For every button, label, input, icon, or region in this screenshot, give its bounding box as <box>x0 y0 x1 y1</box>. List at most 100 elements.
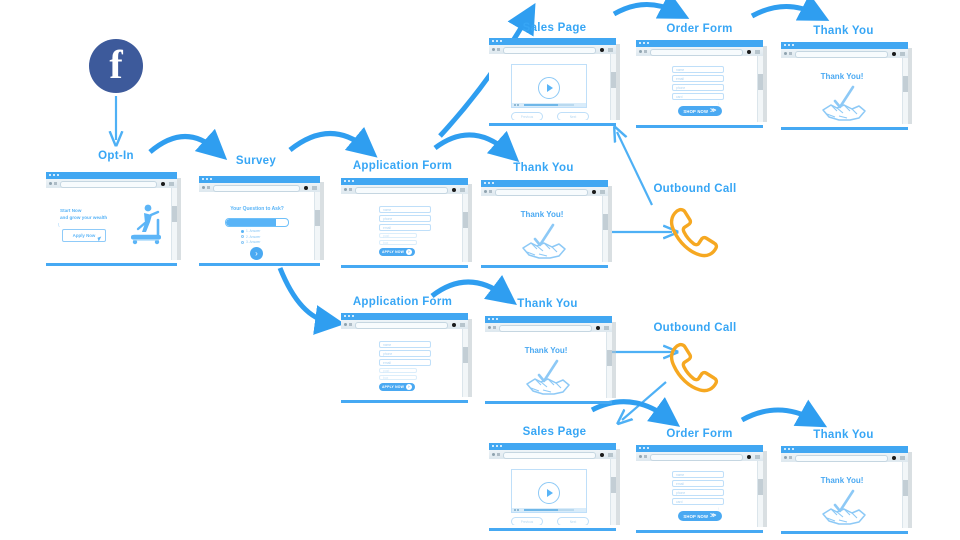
window-sales-page-top[interactable]: Previous Next <box>489 38 620 126</box>
back-icon[interactable] <box>639 50 642 53</box>
address-bar[interactable] <box>503 452 596 459</box>
survey-answer-2[interactable]: 2. Answer <box>241 235 260 239</box>
address-bar[interactable] <box>650 454 743 461</box>
gear-icon[interactable] <box>161 181 165 186</box>
scrollbar-thumb[interactable] <box>903 76 908 92</box>
scrollbar-thumb[interactable] <box>463 347 468 363</box>
gear-icon[interactable] <box>304 185 308 190</box>
video-control-icon[interactable] <box>517 104 519 106</box>
back-icon[interactable] <box>488 326 491 329</box>
scrollbar[interactable] <box>610 54 616 120</box>
back-icon[interactable] <box>344 323 347 326</box>
gear-icon[interactable] <box>747 49 751 54</box>
field-email[interactable]: email <box>379 224 431 231</box>
field-extra-2[interactable]: box <box>379 375 417 380</box>
apply-now-button[interactable]: Apply Now <box>62 229 106 242</box>
window-opt-in[interactable]: Start Now and grow your wealth \ Apply N… <box>46 172 181 266</box>
menu-icon[interactable] <box>755 455 760 459</box>
video-scrubber[interactable] <box>512 103 586 107</box>
field-phone[interactable]: phone <box>379 350 431 357</box>
menu-icon[interactable] <box>608 48 613 52</box>
scrollbar[interactable] <box>462 329 468 397</box>
play-icon[interactable] <box>538 77 560 99</box>
menu-icon[interactable] <box>169 182 174 186</box>
menu-icon[interactable] <box>600 190 605 194</box>
survey-next-button[interactable]: › <box>250 247 263 260</box>
forward-icon[interactable] <box>497 453 500 456</box>
scrollbar[interactable] <box>171 188 177 260</box>
address-bar[interactable] <box>650 49 743 56</box>
address-bar[interactable] <box>795 51 888 58</box>
radio-icon[interactable] <box>241 229 244 233</box>
back-icon[interactable] <box>492 48 495 51</box>
scrollbar-thumb[interactable] <box>603 214 608 230</box>
apply-now-button[interactable]: APPLY NOW › <box>379 248 415 256</box>
video-control-icon[interactable] <box>513 104 516 106</box>
scrollbar-thumb[interactable] <box>611 72 616 88</box>
scrollbar[interactable] <box>610 459 616 525</box>
gear-icon[interactable] <box>452 187 456 192</box>
menu-icon[interactable] <box>604 326 609 330</box>
window-order-form-top[interactable]: name email phone card \ SHOP NOW ≫ <box>636 40 767 128</box>
scrollbar-thumb[interactable] <box>315 210 320 226</box>
window-thank-you-top-right[interactable]: Thank You! <box>781 42 912 130</box>
field-phone[interactable]: phone <box>379 215 431 222</box>
forward-icon[interactable] <box>497 48 500 51</box>
previous-button[interactable]: Previous <box>511 112 543 120</box>
previous-button[interactable]: Previous <box>511 517 543 525</box>
address-bar[interactable] <box>213 185 300 192</box>
forward-icon[interactable] <box>349 188 352 191</box>
gear-icon[interactable] <box>600 47 604 52</box>
field-card[interactable]: card <box>672 498 724 505</box>
back-icon[interactable] <box>492 453 495 456</box>
back-icon[interactable] <box>484 190 487 193</box>
scrollbar-thumb[interactable] <box>611 477 616 493</box>
forward-icon[interactable] <box>644 50 647 53</box>
survey-answer-3[interactable]: 3. Answer <box>241 240 260 244</box>
back-icon[interactable] <box>202 186 205 189</box>
menu-icon[interactable] <box>900 52 905 56</box>
field-name[interactable]: name <box>672 66 724 73</box>
scrollbar[interactable] <box>314 192 320 260</box>
field-name[interactable]: name <box>379 341 431 348</box>
forward-icon[interactable] <box>489 190 492 193</box>
radio-icon[interactable] <box>241 240 244 244</box>
forward-icon[interactable] <box>789 456 792 459</box>
gear-icon[interactable] <box>600 452 604 457</box>
field-name[interactable]: name <box>379 206 431 213</box>
field-phone[interactable]: phone <box>672 489 724 496</box>
gear-icon[interactable] <box>592 189 596 194</box>
gear-icon[interactable] <box>892 51 896 56</box>
scrollbar-thumb[interactable] <box>903 480 908 496</box>
back-icon[interactable] <box>344 188 347 191</box>
address-bar[interactable] <box>795 455 888 462</box>
scrollbar-thumb[interactable] <box>758 74 763 90</box>
menu-icon[interactable] <box>312 186 317 190</box>
radio-icon[interactable] <box>241 235 244 238</box>
window-application-form-top[interactable]: name phone email post box APPLY NOW › <box>341 178 472 268</box>
field-name[interactable]: name <box>672 471 724 478</box>
video-control-icon[interactable] <box>517 509 519 511</box>
shop-now-button[interactable]: SHOP NOW ≫ <box>678 106 722 116</box>
window-thank-you-top[interactable]: Thank You! <box>481 180 612 268</box>
menu-icon[interactable] <box>900 456 905 460</box>
scrollbar-thumb[interactable] <box>463 212 468 228</box>
window-survey[interactable]: Your Question to Ask? 1. Answer 2. Answe… <box>199 176 324 266</box>
apply-now-button[interactable]: APPLY NOW › <box>379 383 415 391</box>
video-player[interactable] <box>511 64 587 108</box>
gear-icon[interactable] <box>596 325 600 330</box>
address-bar[interactable] <box>355 322 448 329</box>
window-thank-you-bottom-right[interactable]: Thank You! <box>781 446 912 534</box>
scrollbar[interactable] <box>462 194 468 262</box>
scrollbar[interactable] <box>902 462 908 528</box>
field-extra-1[interactable]: post <box>379 368 417 373</box>
menu-icon[interactable] <box>608 453 613 457</box>
field-email[interactable]: email <box>379 359 431 366</box>
next-button[interactable]: Next <box>557 517 589 525</box>
video-scrubber[interactable] <box>512 508 586 512</box>
scrollbar[interactable] <box>902 58 908 124</box>
forward-icon[interactable] <box>789 52 792 55</box>
forward-icon[interactable] <box>493 326 496 329</box>
field-email[interactable]: email <box>672 480 724 487</box>
forward-icon[interactable] <box>207 186 210 189</box>
